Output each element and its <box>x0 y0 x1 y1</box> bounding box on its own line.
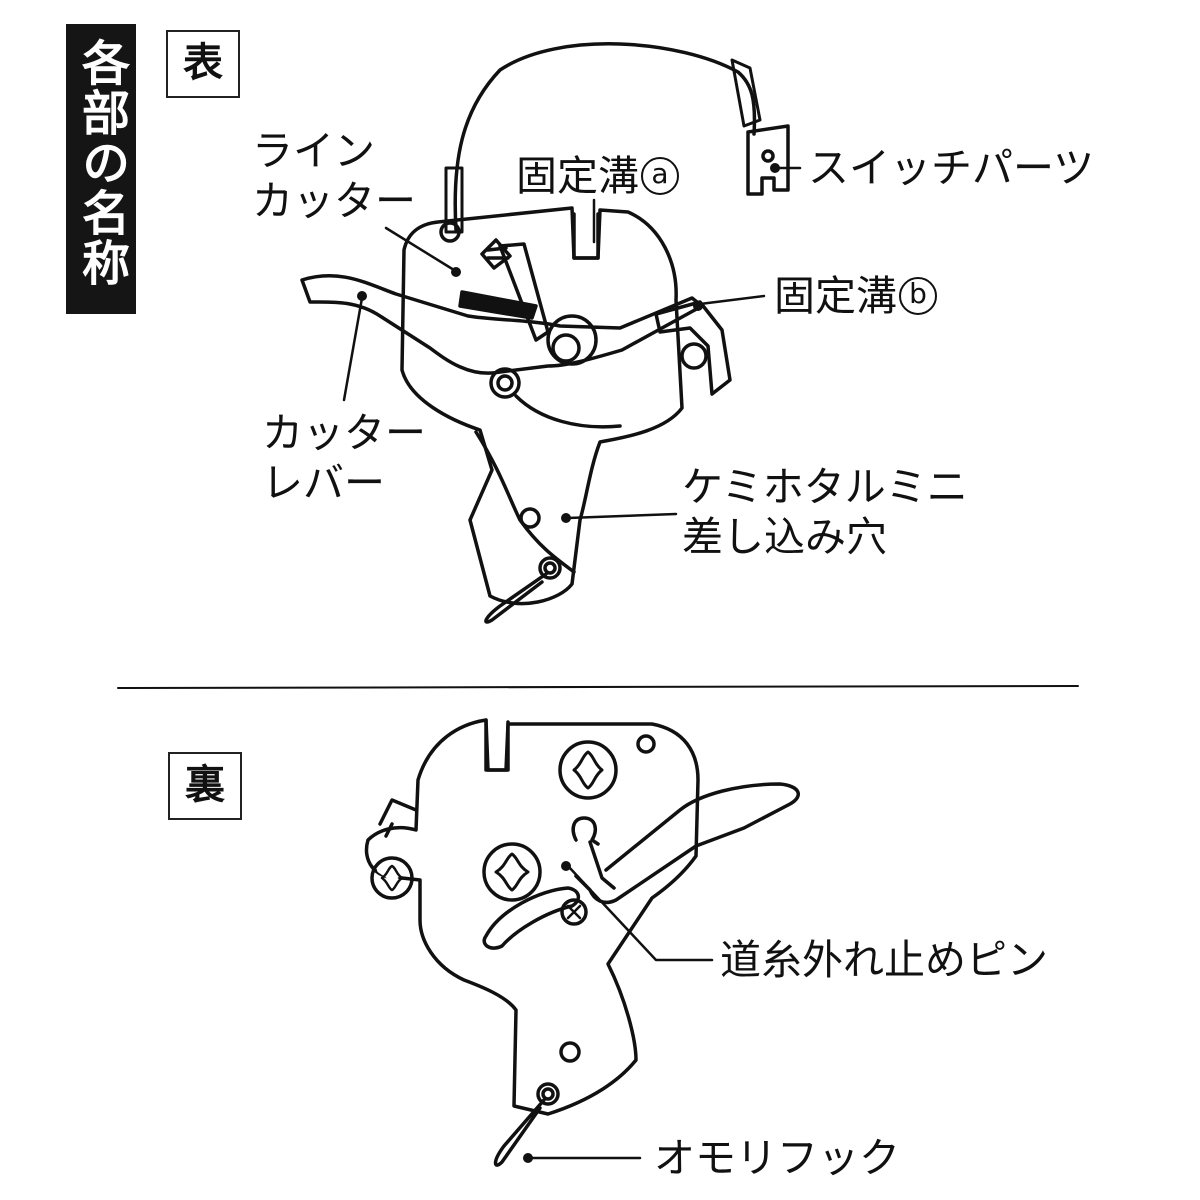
back-side-tab <box>378 798 418 838</box>
inner-arc <box>514 394 622 429</box>
leader-dot-groove-b <box>693 301 703 311</box>
label-groove-a-text: 固定溝 <box>516 152 639 200</box>
leader-dot-sinker-hook <box>523 1153 533 1163</box>
front-body-plate <box>400 206 684 606</box>
back-view-label-text: 裏 <box>185 762 225 808</box>
arc-slot <box>482 886 581 950</box>
back-center-screw-cross <box>494 852 530 892</box>
view-separator <box>117 685 1079 689</box>
front-sinker-hook <box>484 572 548 624</box>
pin-track <box>588 840 616 890</box>
label-sinker-hook: オモリフック <box>654 1132 900 1184</box>
label-cutter-lever-line1: カッター <box>262 409 426 457</box>
front-hook-eye <box>538 556 562 580</box>
back-small-rivet <box>560 898 588 926</box>
label-cutter-lever: カッター レバー <box>262 408 426 508</box>
pin-slot <box>571 816 600 846</box>
label-line-stop-pin: 道糸外れ止めピン <box>720 934 1048 986</box>
line-cutter-blade <box>458 290 538 320</box>
back-body-plate <box>364 718 700 1116</box>
back-left-screw-cross <box>377 867 407 889</box>
leader-dot-cutter-lever <box>357 291 367 301</box>
front-hook-eye-inner <box>543 561 557 575</box>
light-stick-hole <box>519 507 541 529</box>
label-light-hole-line2: 差し込み穴 <box>682 513 887 561</box>
groove-a-notch <box>572 212 600 260</box>
front-view-label-text: 表 <box>183 40 223 86</box>
label-line-cutter-line1: ライン <box>252 127 375 175</box>
back-groove-notch <box>484 718 510 772</box>
leader-dot-light-hole <box>561 513 571 523</box>
label-line-cutter: ライン カッター <box>252 126 416 226</box>
label-light-hole: ケミホタルミニ 差し込み穴 <box>682 462 968 562</box>
title-bar: 各部の名称 <box>66 24 136 314</box>
label-line-cutter-line2: カッター <box>252 177 416 225</box>
lever-pivot-inner <box>551 333 581 363</box>
leader-line-stop-pin <box>566 864 714 962</box>
switch-wire-end <box>730 58 762 128</box>
label-groove-b-mark: b <box>899 277 937 315</box>
switch-wire <box>453 42 757 232</box>
back-hook-eye-inner <box>541 1087 555 1101</box>
back-lower-hole <box>559 1041 581 1063</box>
back-leader-lines <box>523 861 714 1163</box>
front-view-drawing <box>300 42 790 624</box>
back-sinker-hook <box>493 1098 546 1167</box>
switch-part-hole <box>761 149 775 163</box>
label-line-stop-pin-text: 道糸外れ止めピン <box>720 936 1048 984</box>
label-sinker-hook-text: オモリフック <box>654 1134 900 1182</box>
leader-dot-line-cutter <box>451 267 461 277</box>
back-center-screw <box>482 842 542 902</box>
rivet-outer <box>489 367 521 399</box>
leader-line-cutter <box>384 226 456 272</box>
leader-dot-line-stop-pin <box>561 861 571 871</box>
front-lower-plate <box>474 430 576 574</box>
back-view-label: 裏 <box>168 752 242 820</box>
groove-b-arm <box>654 300 732 396</box>
rivet-inner <box>496 374 514 392</box>
leader-cutter-lever <box>342 296 364 402</box>
label-switch-parts-text: スイッチパーツ <box>808 144 1095 192</box>
lever-pivot-outer <box>546 314 598 366</box>
label-light-hole-line1: ケミホタルミニ <box>682 463 968 511</box>
back-top-hole <box>636 734 656 754</box>
leader-dot-switch-parts <box>770 163 780 173</box>
wire-hole <box>439 221 461 243</box>
leader-light-hole <box>566 512 678 520</box>
leader-groove-b <box>698 294 766 306</box>
back-top-screw <box>558 740 618 800</box>
front-view-label: 表 <box>166 30 240 98</box>
back-hook-eye <box>536 1082 560 1106</box>
back-small-rivet-cross <box>566 904 582 920</box>
back-left-screw <box>370 856 414 900</box>
label-groove-a-mark: a <box>641 157 679 195</box>
label-cutter-lever-line2: レバー <box>262 459 385 507</box>
back-view-drawing <box>364 718 800 1167</box>
groove-b-screw <box>680 342 708 370</box>
back-left-screw-outline <box>380 864 404 892</box>
back-top-screw-cross <box>572 750 604 790</box>
switch-part-shape <box>746 124 790 196</box>
label-switch-parts: スイッチパーツ <box>808 142 1094 194</box>
cutter-lever <box>300 273 704 375</box>
front-leader-lines <box>342 163 802 523</box>
page-title: 各部の名称 <box>73 38 129 288</box>
switch-wire-tube <box>444 166 464 234</box>
label-groove-b-text: 固定溝 <box>774 272 897 320</box>
